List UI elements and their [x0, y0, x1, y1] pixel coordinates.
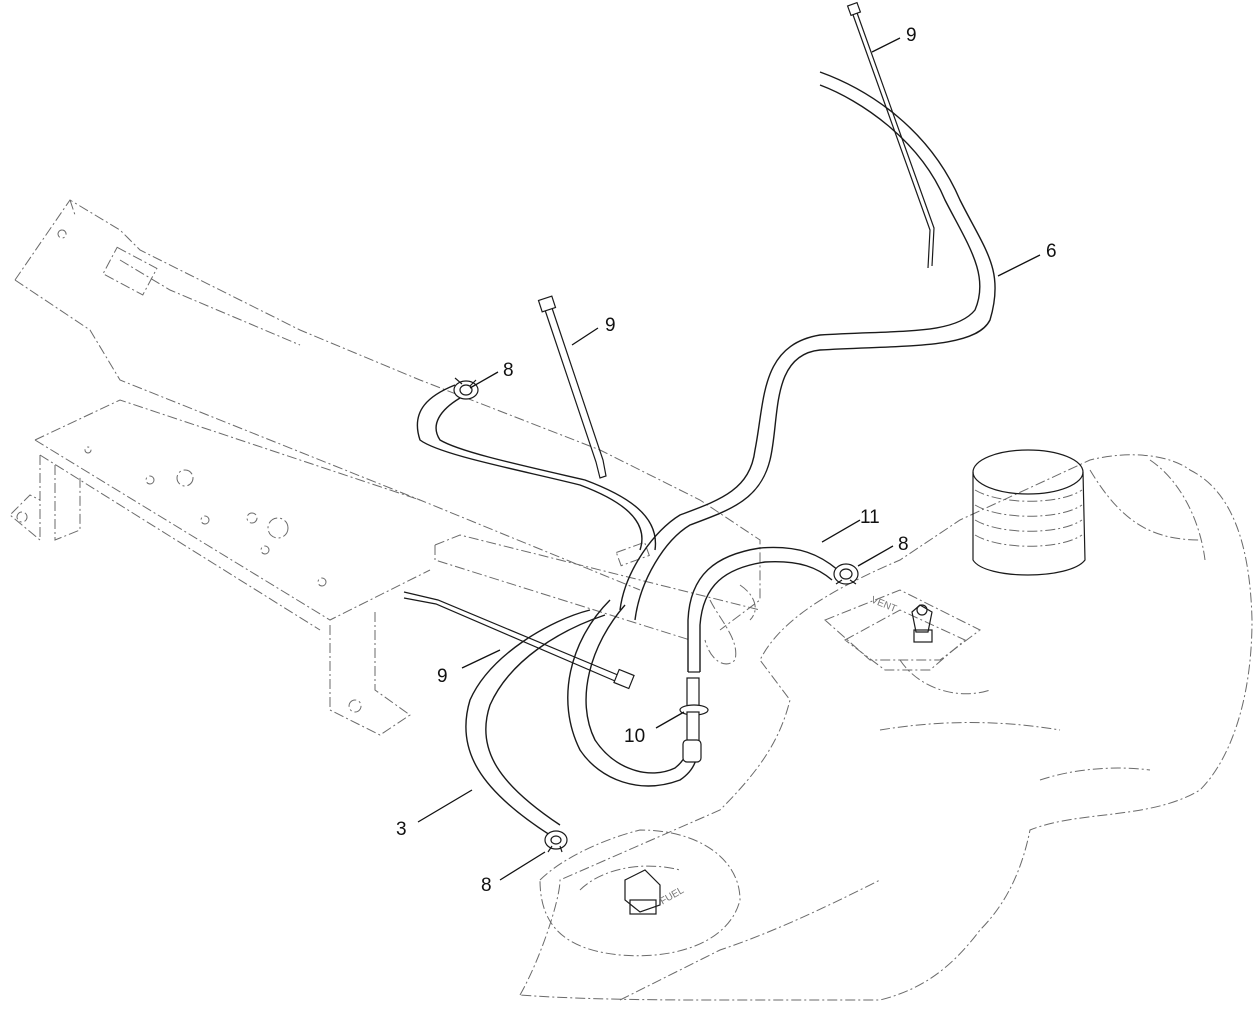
- leader-lines: [417, 37, 1041, 881]
- hose-clamp-8-upper: [453, 377, 479, 400]
- callout-8-lower: 8: [481, 875, 492, 896]
- vent-hose-6: [619, 71, 996, 621]
- callout-9-lower: 9: [437, 666, 448, 687]
- hose-clamp-8-lower: [544, 830, 568, 853]
- callout-9-top: 9: [906, 25, 917, 46]
- callout-11: 11: [860, 507, 880, 528]
- tank-emboss-vent: VENT: [869, 595, 898, 615]
- callout-8-upper: 8: [503, 360, 514, 381]
- fuel-filter-10: [679, 677, 709, 763]
- cable-tie-9-top: [846, 1, 935, 269]
- hose-clamp-8-right: [833, 563, 859, 585]
- callout-labels: 9 6 9 8 11 8 9 10 3 8: [396, 25, 1057, 896]
- callout-10: 10: [624, 726, 645, 747]
- cable-tie-9-middle: [537, 295, 607, 479]
- tank-emboss-fuel: FUEL: [658, 885, 686, 908]
- fuel-hose-loop: [567, 599, 698, 787]
- frame-phantom-outline: [9, 199, 761, 736]
- fuel-hose-3: [465, 609, 606, 836]
- fuel-tank-phantom-outline: [519, 449, 1253, 1001]
- fuel-hose-upper: [416, 384, 657, 551]
- cable-tie-9-lower: [403, 591, 635, 690]
- callout-3: 3: [396, 819, 407, 840]
- callout-8-right: 8: [898, 534, 909, 555]
- fuel-hose-11: [687, 546, 839, 673]
- callout-6: 6: [1046, 241, 1057, 262]
- callout-9-middle: 9: [605, 315, 616, 336]
